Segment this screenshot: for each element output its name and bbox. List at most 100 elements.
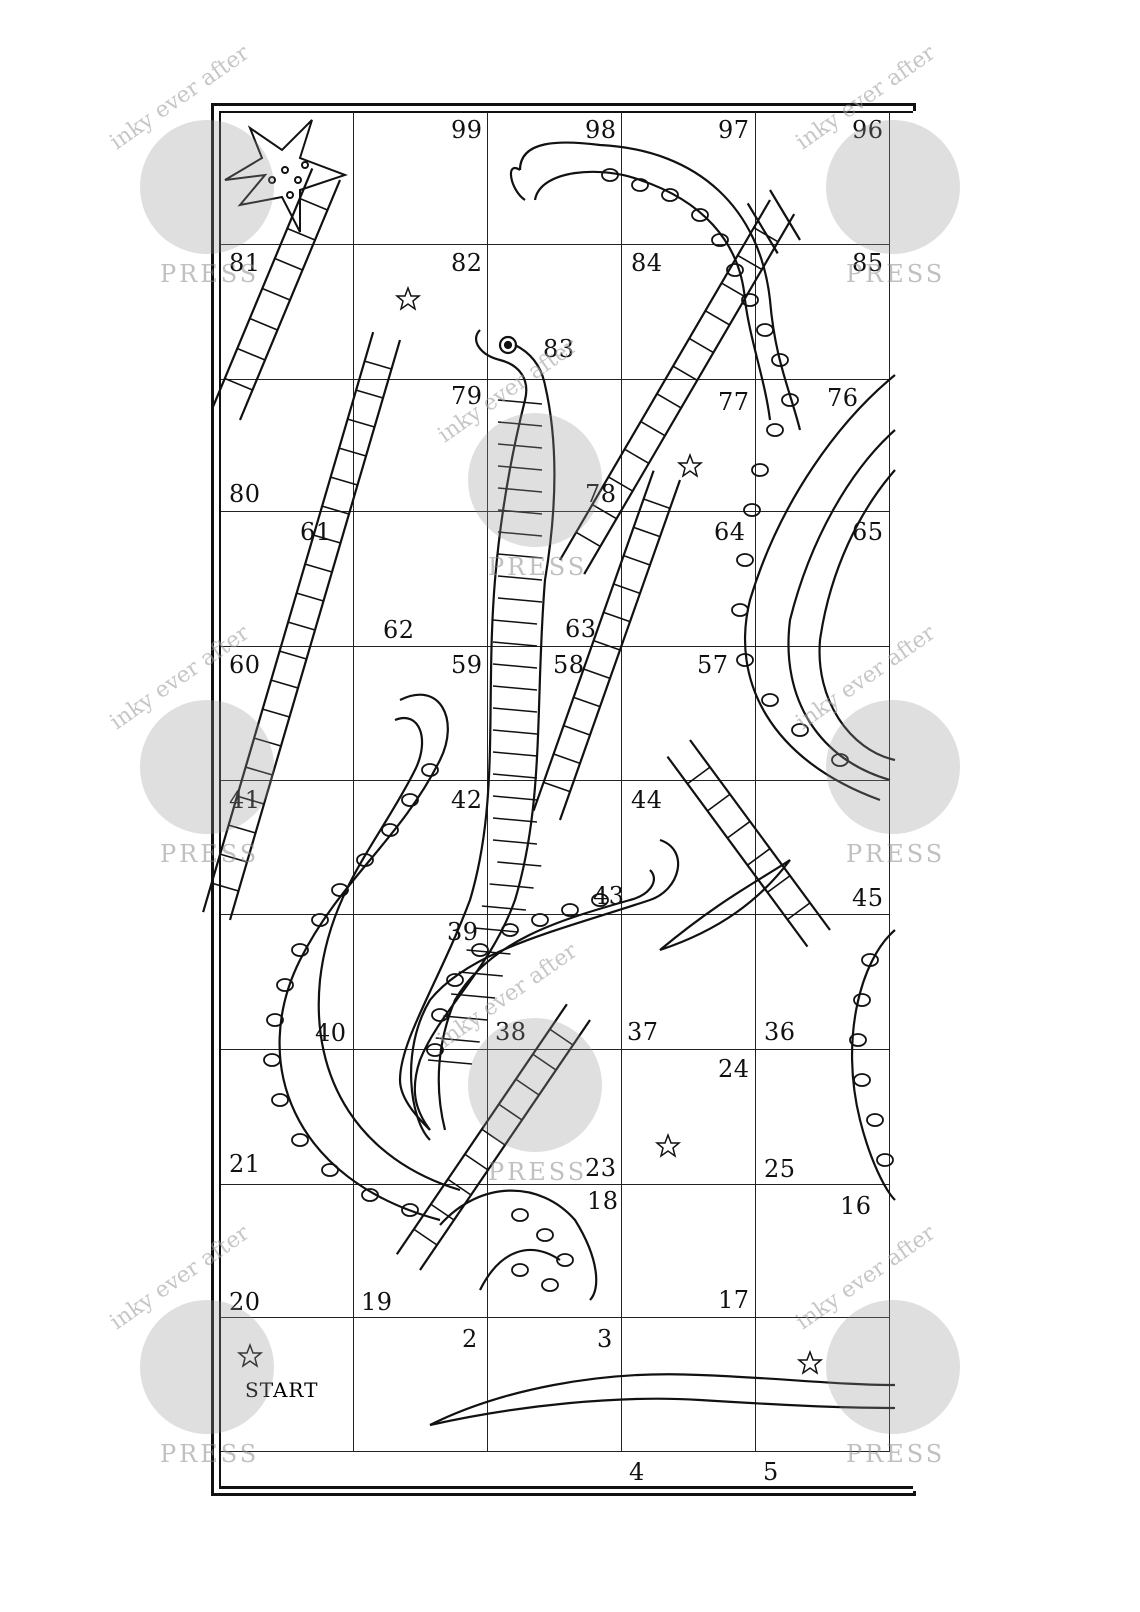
board-cell xyxy=(488,647,622,781)
cell-number: 38 xyxy=(495,1018,527,1046)
cell-number: 44 xyxy=(631,786,663,814)
cell-number: 5 xyxy=(763,1458,779,1486)
board-cell xyxy=(488,1318,622,1452)
sucker xyxy=(876,1153,894,1167)
stripe xyxy=(492,839,538,845)
ladder-rung xyxy=(253,737,282,747)
board-cell xyxy=(354,245,488,380)
ladder-rung xyxy=(211,882,239,892)
sucker xyxy=(741,293,759,307)
cell-number: 76 xyxy=(827,384,859,412)
board-cell xyxy=(221,647,354,781)
sucker xyxy=(849,1033,867,1047)
sucker xyxy=(266,1013,284,1027)
watermark-press: PRESS xyxy=(846,840,946,868)
ladder-rung xyxy=(261,287,291,301)
board-cell xyxy=(488,380,622,512)
watermark-seal xyxy=(468,1018,602,1152)
ladder-rung xyxy=(237,347,266,361)
cell-number: 60 xyxy=(229,651,261,679)
octopus-tentacle xyxy=(278,141,896,1301)
sucker xyxy=(561,903,579,917)
board-cell xyxy=(221,1185,354,1318)
ladder-rung xyxy=(688,337,714,354)
ladder-rung xyxy=(481,1128,506,1146)
stripe xyxy=(474,927,519,933)
watermark-seal xyxy=(140,120,274,254)
ladder-rung xyxy=(593,639,621,651)
board-cell xyxy=(221,781,354,915)
ladder-rung xyxy=(249,317,278,331)
board-cell xyxy=(622,647,756,781)
ladder-rung xyxy=(274,257,303,271)
cell-number: 24 xyxy=(718,1055,750,1083)
watermark-seal xyxy=(140,700,274,834)
board-cell xyxy=(488,781,622,915)
board-cell xyxy=(756,647,890,781)
sucker xyxy=(743,503,761,517)
stripe xyxy=(492,773,538,779)
cell-number: 61 xyxy=(300,518,332,546)
sucker xyxy=(861,953,879,967)
sucker xyxy=(401,793,419,807)
sucker xyxy=(271,1093,289,1107)
ladder-rung xyxy=(355,389,384,399)
stripe xyxy=(451,993,496,999)
board-cell xyxy=(756,781,890,915)
ladder-rung xyxy=(603,611,631,623)
cell-number: 78 xyxy=(585,480,617,508)
cell-number: 97 xyxy=(718,116,750,144)
ladder-rung xyxy=(299,197,328,211)
sucker xyxy=(426,1043,444,1057)
sucker xyxy=(356,853,374,867)
ladder-rung xyxy=(672,365,698,381)
board-cell xyxy=(622,245,756,380)
stripe xyxy=(427,1059,473,1065)
sucker xyxy=(446,973,464,987)
board-cell xyxy=(354,1050,488,1185)
board-right-cutoff xyxy=(913,111,933,1491)
cell-number: 58 xyxy=(553,651,585,679)
sucker xyxy=(661,188,679,202)
cell-number: 21 xyxy=(229,1150,261,1178)
board-cell xyxy=(488,512,622,647)
ladder-rail xyxy=(689,739,831,931)
board-cell xyxy=(622,1185,756,1318)
ladder-rung xyxy=(364,360,392,370)
ladder-rung xyxy=(430,1203,455,1221)
ladder-rail xyxy=(746,202,779,254)
cell-number: 85 xyxy=(852,249,884,277)
ladder-rung xyxy=(245,766,273,776)
ladder-rung xyxy=(447,1178,472,1196)
stripe xyxy=(497,861,542,867)
watermark-press: PRESS xyxy=(488,553,588,581)
sucker xyxy=(381,823,399,837)
board-cell xyxy=(488,1185,622,1318)
cell-number: 81 xyxy=(229,249,261,277)
sucker xyxy=(771,353,789,367)
board-cell xyxy=(354,380,488,512)
ladder-rail xyxy=(583,213,796,575)
stripe xyxy=(481,905,526,911)
ladder-rung xyxy=(613,583,641,595)
sucker xyxy=(556,1253,574,1267)
board-cell xyxy=(756,380,890,512)
ladder-rung xyxy=(686,766,711,785)
ladder-rung xyxy=(515,1078,540,1096)
board-cell xyxy=(488,915,622,1050)
board-cell xyxy=(756,915,890,1050)
cell-number: 23 xyxy=(585,1154,617,1182)
stripe xyxy=(497,509,543,515)
cell-number: 16 xyxy=(840,1192,872,1220)
ladder-rail xyxy=(769,189,801,241)
ladder-rung xyxy=(721,282,747,298)
stripe xyxy=(492,663,538,669)
ladder-rung xyxy=(706,793,731,812)
stripe xyxy=(497,399,543,405)
ladder-rung xyxy=(591,503,617,520)
ladder-rung xyxy=(786,902,811,921)
sucker xyxy=(511,1208,529,1222)
board-cell xyxy=(622,112,756,245)
sucker xyxy=(691,208,709,222)
